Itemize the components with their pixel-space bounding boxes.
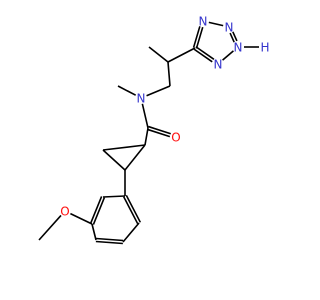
atom-label-o_ome: O bbox=[60, 205, 69, 219]
bond-ar2-ar3 bbox=[122, 222, 140, 243]
bond-ar5-ar6-a bbox=[92, 197, 106, 225]
atom-label-tz_n2: N bbox=[234, 41, 243, 55]
bond-c_co-n_am bbox=[141, 103, 149, 129]
bond-c_ch-c_me bbox=[148, 46, 169, 63]
bond-ar6-ar1 bbox=[102, 195, 126, 198]
atom-label-n_am: N bbox=[137, 92, 146, 106]
bond-tz_n2-tz_n1 bbox=[222, 50, 234, 61]
bond-ar4-ar5 bbox=[91, 223, 97, 241]
bond-o_ome-ar5 bbox=[70, 212, 93, 225]
bond-tz_n3-tz_n2-a bbox=[229, 32, 235, 43]
bond-tz_c5-tz_n4-a bbox=[195, 26, 204, 49]
bond-c_ch2-c_ch bbox=[167, 61, 171, 87]
bond-tz_n4-tz_n3 bbox=[208, 21, 224, 27]
bond-n_am-c_ch2 bbox=[146, 85, 171, 97]
bond-tz_n3-tz_n2-b bbox=[232, 31, 238, 42]
bond-cp3-cp1 bbox=[124, 144, 146, 171]
bond-cp1-cp2 bbox=[102, 149, 126, 171]
atom-label-tz_n4: N bbox=[199, 15, 208, 29]
atom-label-o_co: O bbox=[171, 131, 180, 145]
bond-ar1-ar2-a bbox=[122, 196, 139, 225]
bond-tz_c5-tz_n4-b bbox=[192, 26, 201, 48]
bond-c_ch-tz_c5 bbox=[167, 47, 196, 63]
atom-label-tz_n1: N bbox=[214, 58, 223, 72]
bond-c_co-o_co-b bbox=[148, 125, 171, 135]
bond-ar5-ar6-b bbox=[89, 196, 103, 224]
bond-c_co-o_co-a bbox=[147, 128, 171, 138]
canvas-background bbox=[0, 0, 300, 300]
bond-ar3-ar4-b bbox=[95, 240, 123, 245]
bond-tz_n1-tz_c5-b bbox=[193, 48, 213, 63]
bond-ar1-ar2-b bbox=[125, 194, 142, 223]
bonds-layer bbox=[38, 21, 259, 245]
bond-tz_n1-tz_c5-a bbox=[195, 46, 215, 60]
atom-label-tz_h: H bbox=[260, 41, 269, 55]
bond-cp2-cp3 bbox=[102, 144, 146, 151]
bond-ar3-ar4-a bbox=[96, 237, 124, 242]
bond-n_am-c_nme bbox=[117, 85, 137, 96]
atom-label-tz_n3: N bbox=[225, 21, 234, 35]
bond-c_ome-o_ome bbox=[38, 214, 62, 241]
bond-cp3-c_co bbox=[144, 127, 149, 146]
